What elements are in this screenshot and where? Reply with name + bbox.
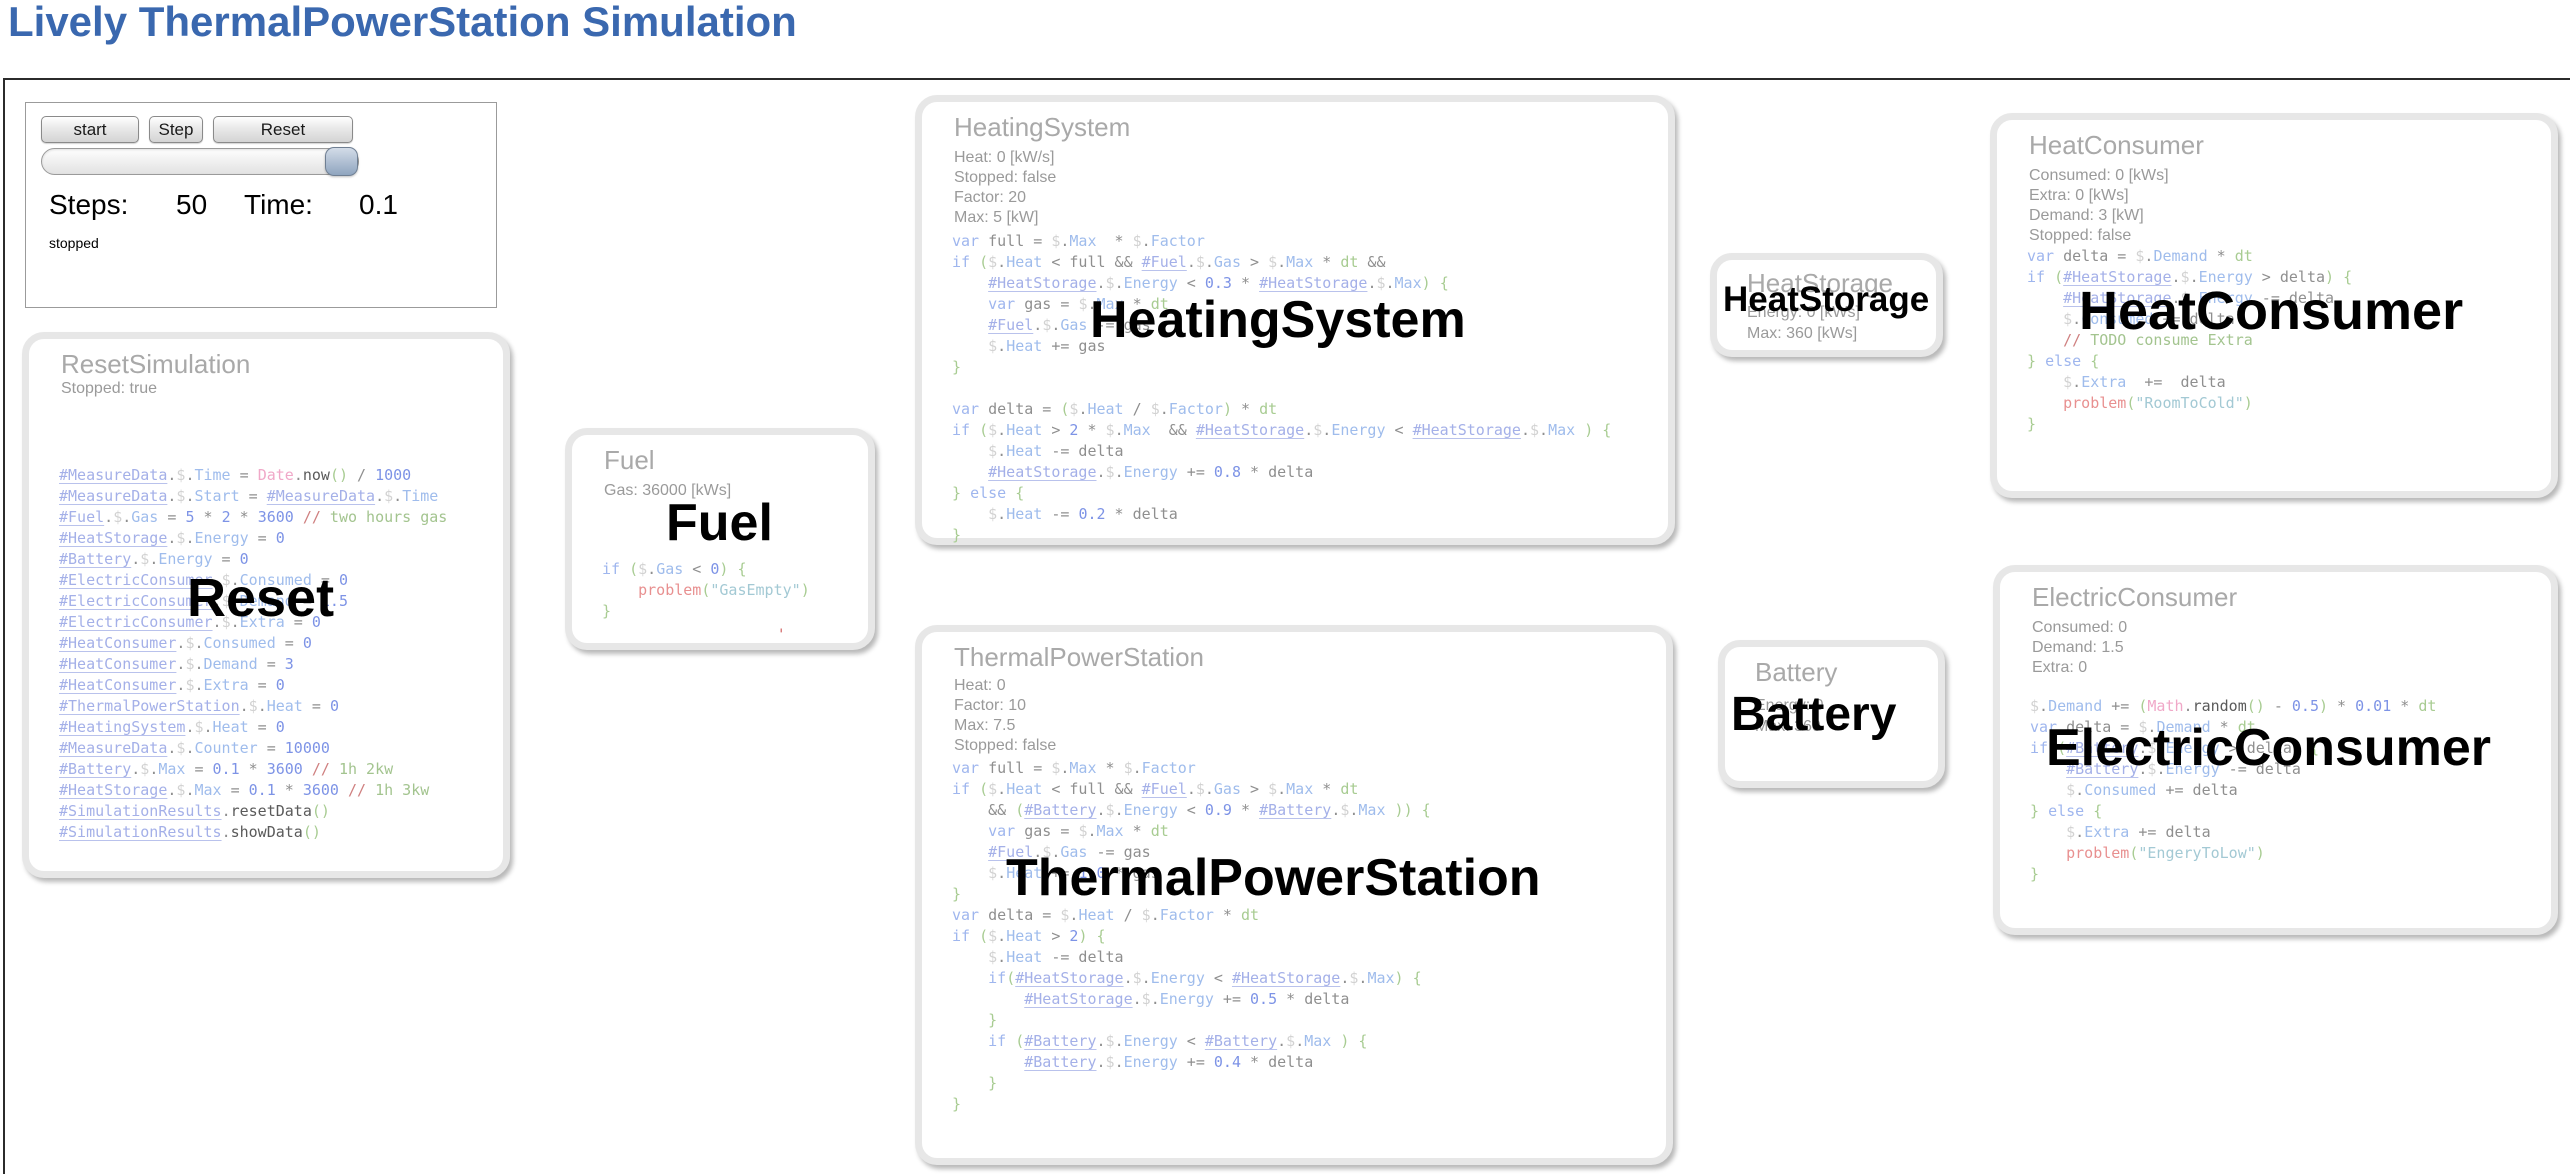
box-stats: Consumed: 0 [kWs]Extra: 0 [kWs]Demand: 3… bbox=[2029, 167, 2169, 244]
time-value: 0.1 bbox=[359, 189, 398, 220]
steps-value: 50 bbox=[176, 189, 208, 220]
heat-storage-box[interactable]: HeatStorage Energy: 0 [kWs]Max: 360 [kWs… bbox=[1710, 253, 1943, 357]
box-title: Fuel bbox=[604, 445, 655, 475]
box-overlay-label: ThermalPowerStation bbox=[1006, 849, 1541, 907]
time-label: Time: bbox=[244, 189, 313, 220]
steps-slider-handle[interactable] bbox=[325, 147, 358, 176]
box-title: HeatStorage bbox=[1747, 268, 1893, 298]
box-title: HeatConsumer bbox=[2029, 130, 2204, 160]
heat-consumer-box[interactable]: HeatConsumer Consumed: 0 [kWs]Extra: 0 [… bbox=[1990, 113, 2558, 498]
simulation-control-panel[interactable]: start Step Reset Steps: 50 Time: 0.1 sto… bbox=[25, 102, 497, 308]
box-overlay-label: Reset bbox=[187, 568, 335, 628]
steps-time-row: Steps: 50 Time: 0.1 bbox=[26, 189, 496, 223]
page-title: Lively ThermalPowerStation Simulation bbox=[8, 0, 797, 45]
box-overlay-label: HeatingSystem bbox=[1090, 291, 1466, 349]
start-button[interactable]: start bbox=[41, 116, 139, 143]
box-title: ElectricConsumer bbox=[2032, 582, 2238, 612]
heating-system-box[interactable]: HeatingSystem Heat: 0 [kW/s]Stopped: fal… bbox=[915, 95, 1675, 545]
box-stats: Gas: 36000 [kWs] bbox=[604, 482, 732, 499]
step-button[interactable]: Step bbox=[149, 116, 203, 143]
box-stats: Stopped: true bbox=[61, 380, 158, 397]
box-title: ResetSimulation bbox=[61, 349, 251, 379]
reset-simulation-box[interactable]: ResetSimulation Stopped: true #MeasureDa… bbox=[22, 332, 510, 878]
box-code-editor[interactable]: #MeasureData.$.Time = Date.now() / 1000#… bbox=[59, 466, 448, 841]
box-stats: Energy: 0 [kWs]Max: 360 [kWs] bbox=[1747, 304, 1860, 342]
box-title: HeatingSystem bbox=[954, 112, 1131, 142]
box-title: Battery bbox=[1755, 657, 1838, 687]
control-button-row: start Step Reset bbox=[41, 116, 353, 143]
box-overlay-label: Fuel bbox=[666, 494, 773, 552]
box-title: ThermalPowerStation bbox=[954, 642, 1204, 672]
box-overlay-label: Battery bbox=[1731, 688, 1897, 741]
reset-button[interactable]: Reset bbox=[213, 116, 353, 143]
steps-slider-track[interactable] bbox=[41, 147, 359, 176]
box-code-editor[interactable]: $.Demand += (Math.random() - 0.5) * 0.01… bbox=[2030, 697, 2437, 883]
box-overlay-label: ElectricConsumer bbox=[2046, 719, 2492, 777]
box-code-editor[interactable]: if ($.Gas < 0) { problem("GasEmpty")} bbox=[602, 560, 810, 620]
box-overlay-label: HeatStorage bbox=[1723, 280, 1930, 319]
simulation-status-text: stopped bbox=[49, 235, 99, 251]
box-overlay-label: HeatConsumer bbox=[2079, 281, 2464, 341]
steps-label: Steps: bbox=[49, 189, 129, 220]
fuel-box[interactable]: Fuel Gas: 36000 [kWs] if ($.Gas < 0) { p… bbox=[565, 428, 875, 650]
stray-quote-mark: ' bbox=[777, 627, 786, 643]
